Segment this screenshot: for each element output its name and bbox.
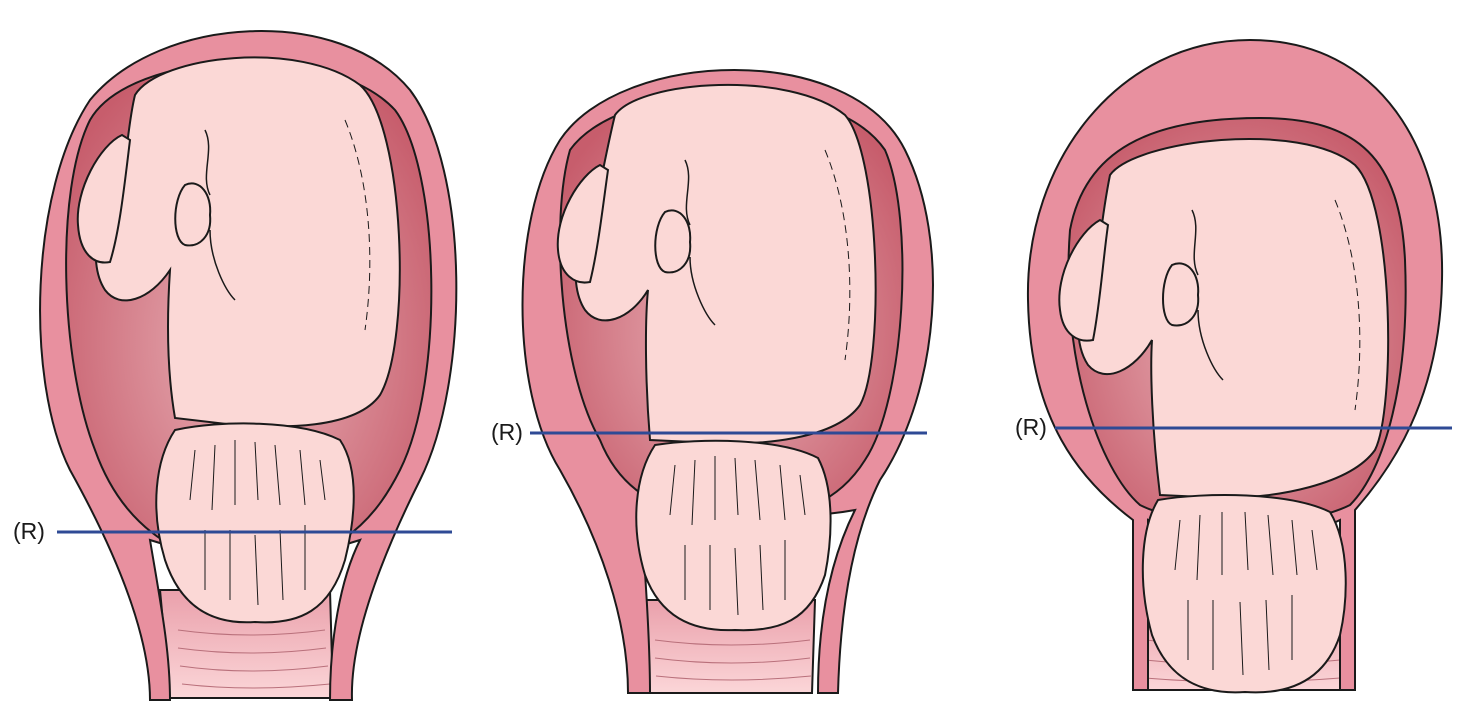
uterus-panel-2 (521, 69, 934, 694)
fetal-hand (654, 209, 692, 274)
ring-label-2: (R) (491, 419, 523, 445)
fetal-foot (1058, 218, 1110, 342)
fetal-foot (76, 133, 132, 264)
fetal-foot (556, 163, 610, 284)
fetal-hand (1162, 262, 1200, 327)
ring-label-1: (R) (13, 518, 45, 544)
uterus-panel-3 (1026, 38, 1444, 694)
ring-label-3: (R) (1015, 414, 1047, 440)
fetal-hand (174, 182, 212, 247)
fetal-head (635, 439, 832, 632)
fetal-head (155, 422, 355, 624)
uterus-panel-1 (39, 30, 458, 701)
fetal-head (1141, 494, 1347, 694)
